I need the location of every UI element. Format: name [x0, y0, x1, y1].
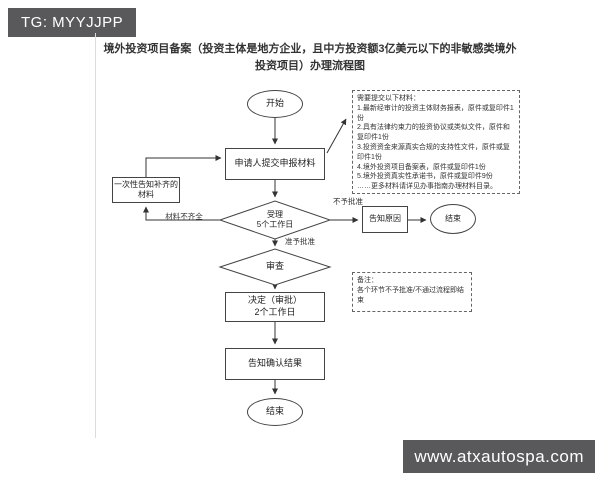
website-watermark-badge: www.atxautospa.com: [403, 440, 595, 473]
connector-supplement-to-submit: [145, 155, 222, 177]
telegram-watermark-badge: TG: MYYJJPP: [8, 8, 137, 37]
accept-label-line1: 受理: [267, 210, 283, 219]
accept-diamond-label: 受理 5个工作日: [220, 201, 330, 239]
end-node-right: 结束: [430, 204, 476, 234]
notify-reason-node: 告知原因: [362, 206, 408, 233]
materials-note-line: 5.境外投资真实性承诺书，原件或复印件9份: [357, 173, 493, 181]
materials-note-line: 1.最新经审计的投资主体财务报表，原件或复印件1份: [357, 104, 514, 122]
edge-label-not-approved: 不予批准: [333, 197, 363, 206]
remark-note-line: 各个环节不予批准/不通过流程即结束: [357, 286, 464, 304]
materials-note-line: 2.具有法律约束力的投资协议或类似文件，原件和复印件1份: [357, 124, 510, 142]
materials-note-line: 需要提交以下材料：: [357, 95, 420, 102]
review-decision-diamond: [218, 248, 332, 286]
edge-label-materials-incomplete: 材料不齐全: [165, 212, 203, 221]
accept-label-line2: 5个工作日: [256, 220, 294, 229]
edge-label-approved: 准予批准: [285, 237, 315, 246]
remark-note-line: 备注：: [357, 277, 378, 284]
start-node: 开始: [247, 90, 303, 118]
connector-accept-to-supplement: [143, 206, 220, 221]
materials-note-line: 3.投资资金来源真实合规的支持性文件，原件或复印件1份: [357, 143, 510, 161]
supplement-notice-node: 一次性告知补齐的材料: [112, 177, 180, 203]
page-title: 境外投资项目备案（投资主体是地方企业，且中方投资额3亿美元以下的非敏感类境外投资…: [103, 43, 517, 72]
materials-note-line: 4.境外投资项目备案表，原件或复印件1份: [357, 163, 486, 171]
review-diamond-label: 审查: [265, 261, 284, 272]
decide-label-line2: 2个工作日: [254, 307, 296, 317]
notify-result-node: 告知确认结果: [225, 348, 325, 380]
remark-note: 备注： 各个环节不予批准/不通过流程即结束: [352, 272, 472, 312]
submit-materials-node: 申请人提交申报材料: [225, 148, 325, 180]
accept-decision-diamond: [218, 200, 332, 240]
decide-label-line1: 决定（审批）: [247, 295, 302, 306]
materials-note: 需要提交以下材料： 1.最新经审计的投资主体财务报表，原件或复印件1份 2.具有…: [352, 90, 520, 194]
connector-submit-to-materials-note: [326, 118, 347, 154]
decide-node: 决定（审批） 2个工作日: [225, 292, 325, 322]
materials-note-line: ……更多材料请详见办事指南办理材料目录。: [357, 183, 497, 191]
page-left-border: [95, 33, 96, 438]
end-node-bottom: 结束: [247, 398, 303, 426]
